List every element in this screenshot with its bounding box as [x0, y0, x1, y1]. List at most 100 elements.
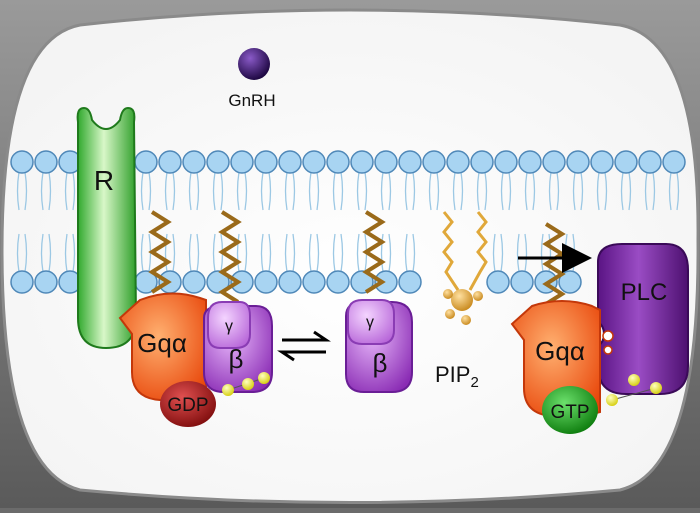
lipid-head: [206, 150, 230, 174]
lipid-head: [446, 150, 470, 174]
lipid-tail: [188, 233, 200, 273]
lipid-head: [230, 150, 254, 174]
lipid-head: [374, 270, 398, 294]
lipid-tail: [596, 171, 608, 211]
lipid-anchors: [148, 210, 566, 306]
lipid-head: [326, 150, 350, 174]
plc: [597, 243, 689, 395]
gdp-label: GDP: [167, 395, 208, 416]
lipid-head: [542, 150, 566, 174]
lipid-tail: [404, 233, 416, 273]
lipid-tail: [572, 171, 584, 211]
lipid-tail: [284, 233, 296, 273]
lipid-tail: [236, 233, 248, 273]
lipid-head: [326, 270, 350, 294]
lipid-head: [470, 150, 494, 174]
lipid-head: [374, 150, 398, 174]
lipid-anchor: [218, 210, 242, 304]
lipid-tail: [188, 171, 200, 211]
lipid-tail: [540, 233, 552, 273]
lipid-anchor: [362, 210, 386, 294]
lipid-tail: [476, 171, 488, 211]
lipid-tail: [452, 171, 464, 211]
lipid-tail: [64, 233, 76, 273]
receptor: [76, 106, 138, 350]
pip2-molecule: [442, 211, 488, 325]
lipid-tail: [332, 233, 344, 273]
lipid-tail: [16, 233, 28, 273]
lipid-head: [134, 150, 158, 174]
g-alpha-right-label: Gqα: [535, 336, 585, 366]
lipid-tail: [284, 171, 296, 211]
lipid-tail: [164, 233, 176, 273]
lipid-tail: [40, 233, 52, 273]
lipid-head: [254, 270, 278, 294]
gamma-mid: [347, 299, 395, 345]
lipid-head: [350, 270, 374, 294]
lipid-head: [494, 150, 518, 174]
lipid-bilayer: [10, 150, 686, 294]
lipid-head: [398, 150, 422, 174]
gamma-left: [207, 301, 251, 349]
lipid-head: [302, 270, 326, 294]
lipid-tail: [620, 171, 632, 211]
gdp: [160, 381, 216, 427]
lipid-tail: [332, 171, 344, 211]
lipid-tail: [40, 171, 52, 211]
lipid-head: [158, 150, 182, 174]
lipid-head: [34, 270, 58, 294]
lipid-tail: [428, 171, 440, 211]
lipid-tail: [668, 171, 680, 211]
beta-mid-label: β: [373, 348, 388, 378]
lipid-head: [278, 150, 302, 174]
lipid-head: [302, 150, 326, 174]
lipid-head: [254, 150, 278, 174]
lipid-tail: [548, 171, 560, 211]
lipid-tail: [260, 233, 272, 273]
lipid-tail: [260, 171, 272, 211]
gnrh-ligand: [238, 48, 270, 80]
lipid-tail: [164, 171, 176, 211]
lipid-tail: [236, 171, 248, 211]
lipid-head: [614, 150, 638, 174]
lipid-head: [10, 270, 34, 294]
equilibrium-arrows-icon: [277, 330, 331, 362]
lipid-head: [638, 150, 662, 174]
lipid-tail: [16, 171, 28, 211]
lipid-head: [34, 150, 58, 174]
lipid-tail: [64, 171, 76, 211]
lipid-head: [422, 150, 446, 174]
lipid-head: [398, 270, 422, 294]
gtp-label: GTP: [550, 402, 589, 423]
g-alpha-left-label: Gqα: [137, 328, 187, 358]
lipid-head: [10, 150, 34, 174]
gtp: [542, 386, 598, 434]
lipid-anchor: [542, 222, 566, 306]
lipid-head: [566, 150, 590, 174]
gamma-mid-label: γ: [366, 314, 374, 331]
pip2-label: PIP2: [435, 362, 479, 391]
gnrh-label: GnRH: [228, 91, 275, 110]
lipid-tail: [516, 233, 528, 273]
left-beads: [222, 372, 270, 396]
lipid-tail: [404, 171, 416, 211]
lipid-heads: [10, 150, 686, 294]
lipid-head: [510, 270, 534, 294]
lipid-tail: [644, 171, 656, 211]
lipid-head: [278, 270, 302, 294]
lipid-tail: [212, 171, 224, 211]
lipid-tail: [492, 233, 504, 273]
lipid-head: [230, 270, 254, 294]
lipid-tail: [380, 233, 392, 273]
lipid-tail: [356, 171, 368, 211]
lipid-tail: [380, 171, 392, 211]
lipid-tail: [308, 233, 320, 273]
lipid-head: [486, 270, 510, 294]
right-beads: [606, 374, 662, 406]
lipid-head: [206, 270, 230, 294]
plc-label: PLC: [621, 279, 668, 306]
lipid-head: [590, 150, 614, 174]
lipid-head: [182, 150, 206, 174]
lipid-tail: [308, 171, 320, 211]
